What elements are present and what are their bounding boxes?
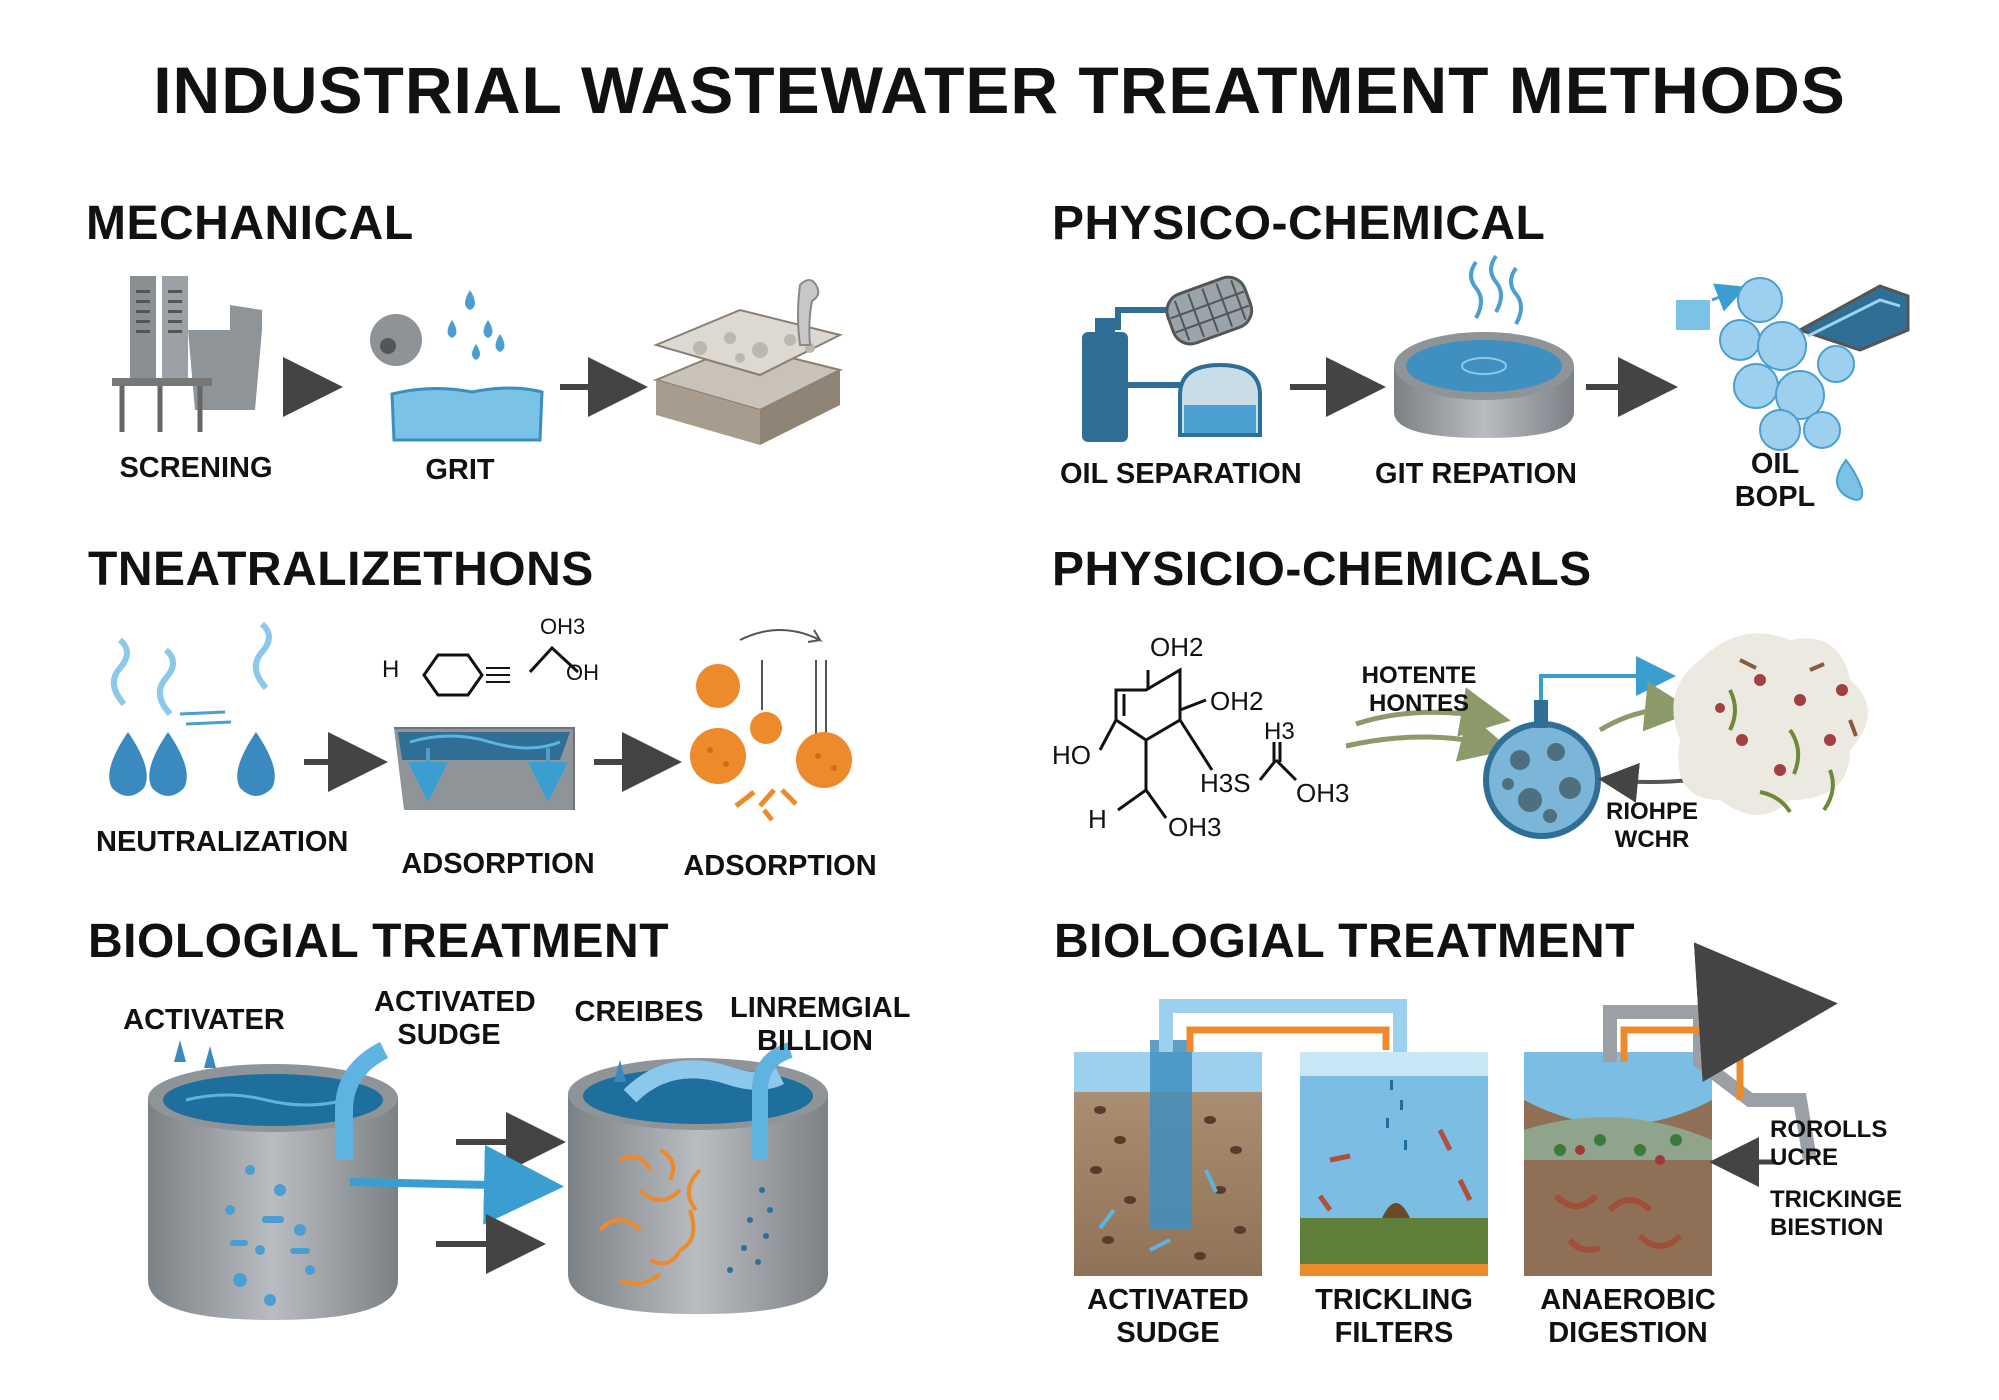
- biological-flow-arrows: [349, 1112, 566, 1274]
- grit-chamber-icon: [370, 290, 544, 442]
- label-oil-separation: OIL SEPARATION: [1060, 458, 1302, 490]
- label-anaerobic: ANAEROBIC: [1540, 1284, 1716, 1316]
- label-rorolls-ucre: ROROLLS UCRE: [1770, 1116, 1890, 1172]
- anaerobic-digester-icon: [1524, 1052, 1712, 1276]
- label-activated-r: ACTIVATED: [1087, 1284, 1249, 1316]
- label-wchr: WCHR: [1614, 826, 1690, 853]
- label-trickling: TRICKLING: [1315, 1284, 1473, 1316]
- label-grit: GRIT: [425, 454, 495, 486]
- page-title: INDUSTRIAL WASTEWATER TREATMENT METHODS: [153, 53, 1846, 127]
- benzene-ring-icon: [422, 645, 580, 697]
- label-screening: SCRENING: [119, 452, 273, 484]
- chem-label-ho: HO: [1052, 740, 1091, 770]
- microbe-vessel-icon: [1483, 656, 1695, 839]
- label-neutralization: NEUTRALIZATION: [96, 826, 349, 858]
- section-title-physico-chemical: PHYSICO-CHEMICAL: [1052, 197, 1546, 250]
- label-riohpe-wchr: RIOHPE WCHR: [1592, 798, 1712, 854]
- oil-separation-equipment-icon: [1082, 275, 1262, 442]
- label-oil: OIL: [1750, 448, 1800, 480]
- label-activater: ACTIVATER: [123, 1004, 285, 1036]
- label-billion: BILLION: [757, 1025, 873, 1057]
- chem-fragment-oh: OH: [566, 660, 599, 685]
- label-ucre: UCRE: [1770, 1144, 1839, 1171]
- chem-label-h: H: [1088, 804, 1107, 834]
- label-hontes: HONTES: [1368, 690, 1469, 717]
- section-title-biological-right: BIOLOGIAL TREATMENT: [1054, 915, 1636, 968]
- label-activated-sudge-right: ACTIVATED SUDGE: [1080, 1284, 1256, 1350]
- label-linremgial-billion: LINREMGIAL BILLION: [730, 992, 911, 1058]
- section-title-mechanical: MECHANICAL: [86, 197, 414, 250]
- adsorption-tank-icon: [394, 727, 575, 810]
- hones-inflow-arrows: [1345, 687, 1511, 762]
- label-bopl: BOPL: [1734, 481, 1816, 513]
- label-linremgial: LINREMGIAL: [730, 992, 911, 1024]
- section-title-neutralization: TNEATRALIZETHONS: [88, 543, 594, 596]
- label-trickling-filters: TRICKLING FILTERS: [1306, 1284, 1482, 1350]
- label-git-repation: GIT REPATION: [1375, 458, 1577, 490]
- oil-bubbles-icon: [1676, 277, 1910, 501]
- chem-label-oh3-bottom: OH3: [1168, 812, 1222, 842]
- chem-label-oh2-right: OH2: [1210, 686, 1264, 716]
- chem-label-oh3-right: OH3: [1296, 778, 1350, 808]
- settling-tank-icon: [1394, 254, 1574, 438]
- section-title-physicio-chemicals: PHYSICIO-CHEMICALS: [1052, 543, 1592, 596]
- label-riohpe: RIOHPE: [1605, 798, 1698, 825]
- label-activated-sudge-left: ACTIVATED SUDGE: [374, 986, 536, 1052]
- microbe-tank-icon: [568, 1042, 828, 1314]
- label-sudge-r: SUDGE: [1116, 1317, 1220, 1349]
- label-creibes: CREIBES: [574, 996, 704, 1028]
- chem-label-oh2-top: OH2: [1150, 632, 1204, 662]
- label-trickinge: TRICKINGE: [1770, 1186, 1902, 1213]
- label-rorolls: ROROLLS: [1770, 1116, 1888, 1143]
- chem-fragment-h: H: [382, 656, 400, 683]
- adsorption-particles-icon: [690, 629, 852, 822]
- molecule-structure-icon: [1098, 667, 1298, 819]
- trickling-filter-icon: [1300, 1052, 1488, 1276]
- label-anaerobic-digestion: ANAEROBIC DIGESTION: [1530, 1284, 1726, 1350]
- label-sudge: SUDGE: [397, 1019, 501, 1051]
- label-filters: FILTERS: [1334, 1317, 1454, 1349]
- label-adsorption-2: ADSORPTION: [683, 850, 877, 882]
- activated-sludge-tank-icon: [148, 1040, 398, 1320]
- neutralization-drops-icon: [109, 621, 275, 796]
- label-hotente: HOTENTE: [1361, 662, 1477, 689]
- label-digestion: DIGESTION: [1548, 1317, 1708, 1349]
- section-title-biological-left: BIOLOGIAL TREATMENT: [88, 915, 670, 968]
- label-trickinge-biestion: TRICKINGE BIESTION: [1770, 1186, 1902, 1242]
- chem-fragment-oh3: OH3: [540, 614, 586, 639]
- screening-machine-icon: [112, 276, 262, 432]
- microbe-cluster-icon: [1673, 633, 1868, 815]
- chem-label-h3s: H3S: [1200, 768, 1251, 798]
- label-activated: ACTIVATED: [374, 986, 536, 1018]
- pipe-network-icon: [1159, 942, 1838, 1187]
- label-biestion: BIESTION: [1770, 1214, 1884, 1241]
- label-adsorption-1: ADSORPTION: [401, 848, 595, 880]
- activated-sludge-column-icon: [1074, 1040, 1262, 1276]
- label-hotente-hontes: HOTENTE HONTES: [1352, 662, 1486, 718]
- label-oil-bopl: OIL BOPL: [1720, 448, 1830, 514]
- filter-layers-icon: [652, 279, 843, 445]
- chem-label-h3: H3: [1264, 718, 1295, 745]
